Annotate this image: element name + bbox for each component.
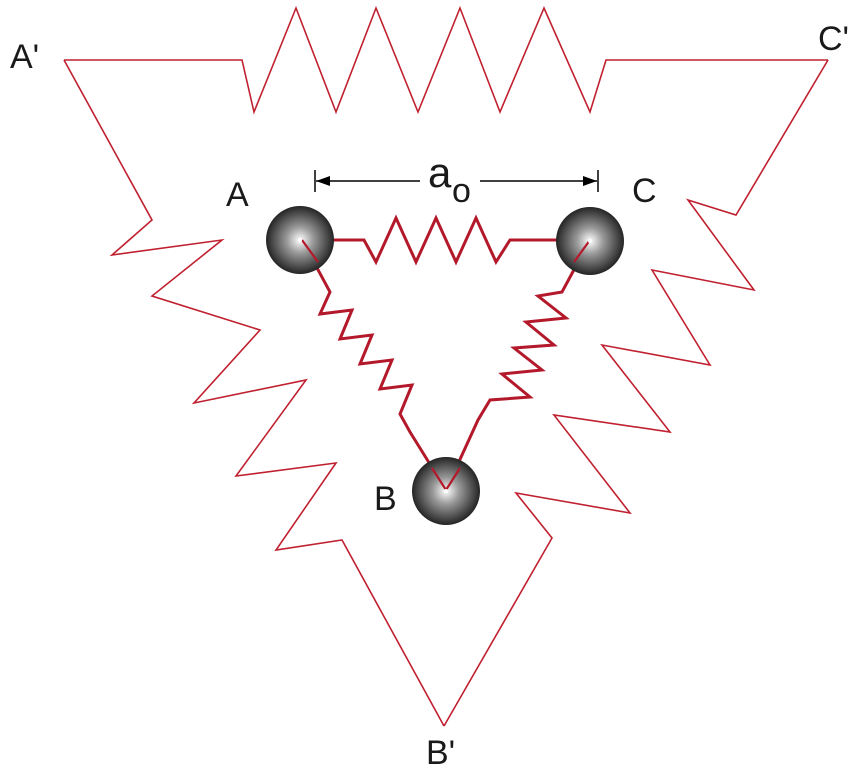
label-inner-c: C xyxy=(632,172,657,210)
inner-spring-triangle xyxy=(300,214,592,491)
spacing-subscript: o xyxy=(452,172,471,210)
label-outer-a: A' xyxy=(10,38,39,76)
inner-spring-ac xyxy=(302,214,590,266)
outer-spring-triangle xyxy=(63,5,829,727)
outer-spring-top xyxy=(64,5,828,115)
label-inner-b: B xyxy=(374,480,397,518)
label-outer-c: C' xyxy=(818,20,849,58)
outer-spring-left xyxy=(63,59,445,727)
inner-spring-cb xyxy=(444,239,592,491)
atoms xyxy=(266,206,624,525)
spacing-symbol: a xyxy=(428,149,452,196)
inner-spring-ab xyxy=(300,239,448,491)
spacing-dimension: a o xyxy=(314,149,599,210)
outer-spring-right xyxy=(443,59,829,727)
label-outer-b: B' xyxy=(426,734,455,771)
label-inner-a: A xyxy=(226,176,249,214)
